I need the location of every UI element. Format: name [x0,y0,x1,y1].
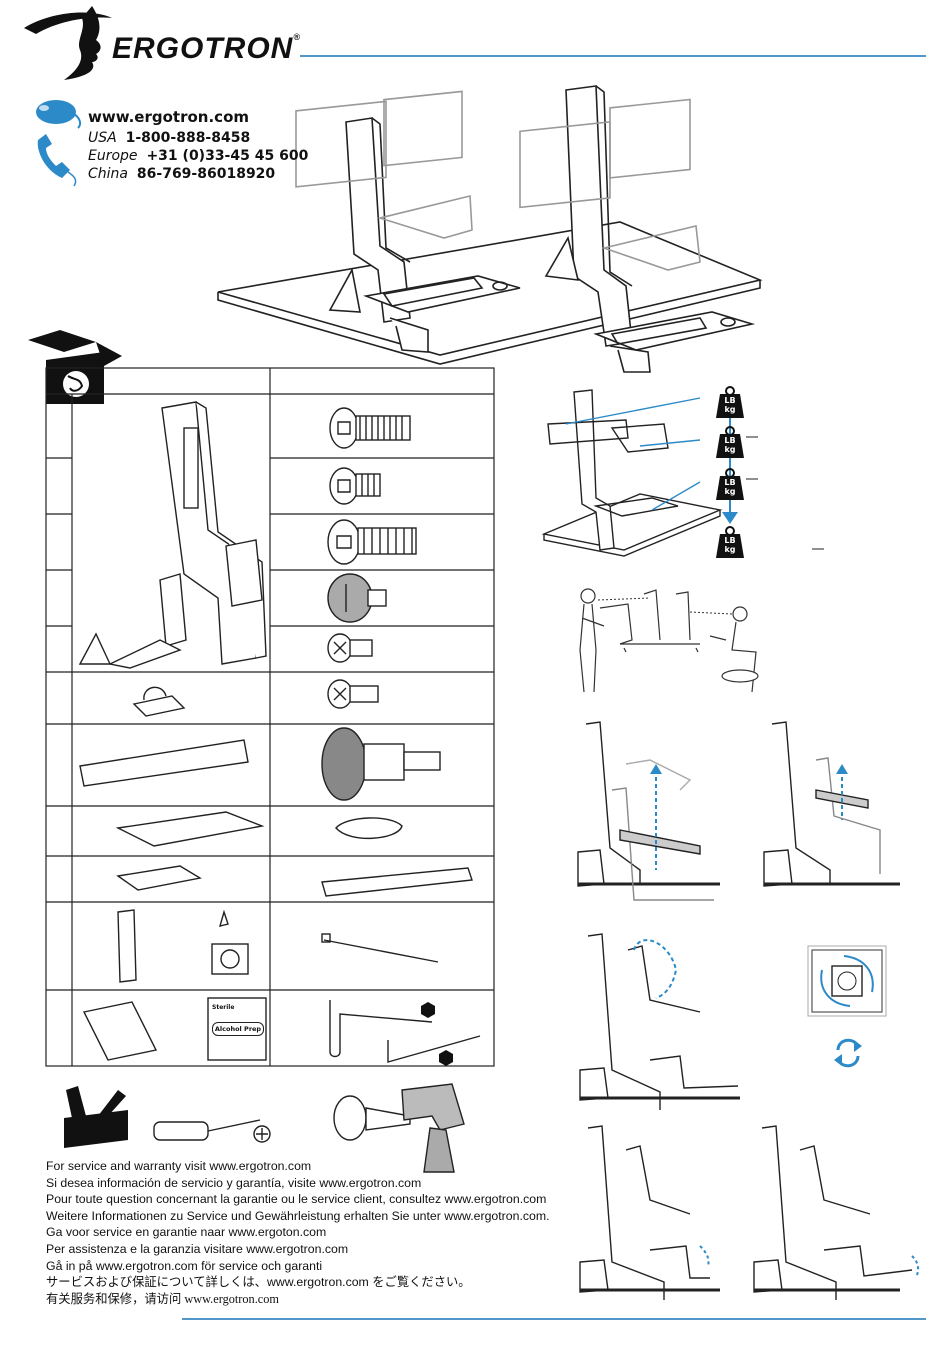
eye-line [597,597,651,601]
wrist-rest-icon [321,867,473,897]
screw-m8x25-icon [327,519,417,565]
box-contents-icon [28,330,122,404]
phone-europe: Europe +31 (0)33-45 45 600 [88,148,309,164]
ergonomic-figures [579,588,759,693]
mouse-platform-icon [116,865,202,891]
keyboard-tray-part-icon [115,811,265,847]
weight-arrow-tray [639,439,701,447]
screw-m6x16-icon [329,407,411,449]
toolbox-icon [64,1086,128,1148]
hero-illustration [217,85,763,373]
weight-diagram [541,389,723,557]
brand-name: ERGOTRON® [112,32,301,65]
arrow-up-icon [836,764,848,774]
tray-tilt-panel-left [579,1125,720,1300]
parts-table [45,367,495,1067]
tray-tilt-arrow-icon [699,1245,710,1267]
drill-icon [333,1083,465,1173]
service-text: For service and warranty visit www.ergot… [46,1159,550,1306]
cable-clip-icon [132,686,186,717]
weight-arrow-keyboard [651,481,701,511]
thumb-bolt-icon [327,573,387,623]
screw-m6x10-icon [329,467,381,505]
hex-key-icon [329,1000,481,1063]
wipe-title: Sterile [212,1004,235,1011]
phone-icon [37,134,77,187]
tilt-panel [579,933,740,1110]
website-link[interactable]: www.ergotron.com [88,108,250,126]
rotate-icon [834,1038,862,1068]
alcohol-wipe-icon [207,997,267,1061]
wipe-name: Alcohol Prep [212,1022,264,1036]
ergotron-logo-icon [24,6,112,80]
tray-tilt-panel-right [753,1125,913,1300]
cable-tie-icon [321,933,439,963]
mouse-icon [36,100,82,129]
extension-arm-icon [117,909,249,983]
tray-tilt-arrow-icon [911,1255,920,1279]
mouse-pad-icon [335,817,403,839]
phillips-screw-1-icon [327,633,373,663]
weight-arrow-monitor [565,397,701,425]
eye-line [689,611,733,615]
phone-usa: USA 1-800-888-8458 [88,130,251,146]
height-panel-left [577,721,720,901]
crossbar-part-icon [79,739,249,787]
tilt-arrow-icon [633,939,678,999]
arrow-up-icon [650,764,662,774]
phillips-screw-2-icon [327,679,379,709]
column-part-drawing [78,401,267,669]
document-holder-icon [82,1001,158,1061]
hex-size-icon [421,1002,453,1066]
arrow-down-icon [722,512,738,524]
knob-icon [321,727,441,801]
screwdriver-icon [153,1119,271,1143]
height-panel-right [763,721,900,887]
rotate-panel [807,945,887,1017]
phone-china: China 86-769-86018920 [88,166,276,182]
